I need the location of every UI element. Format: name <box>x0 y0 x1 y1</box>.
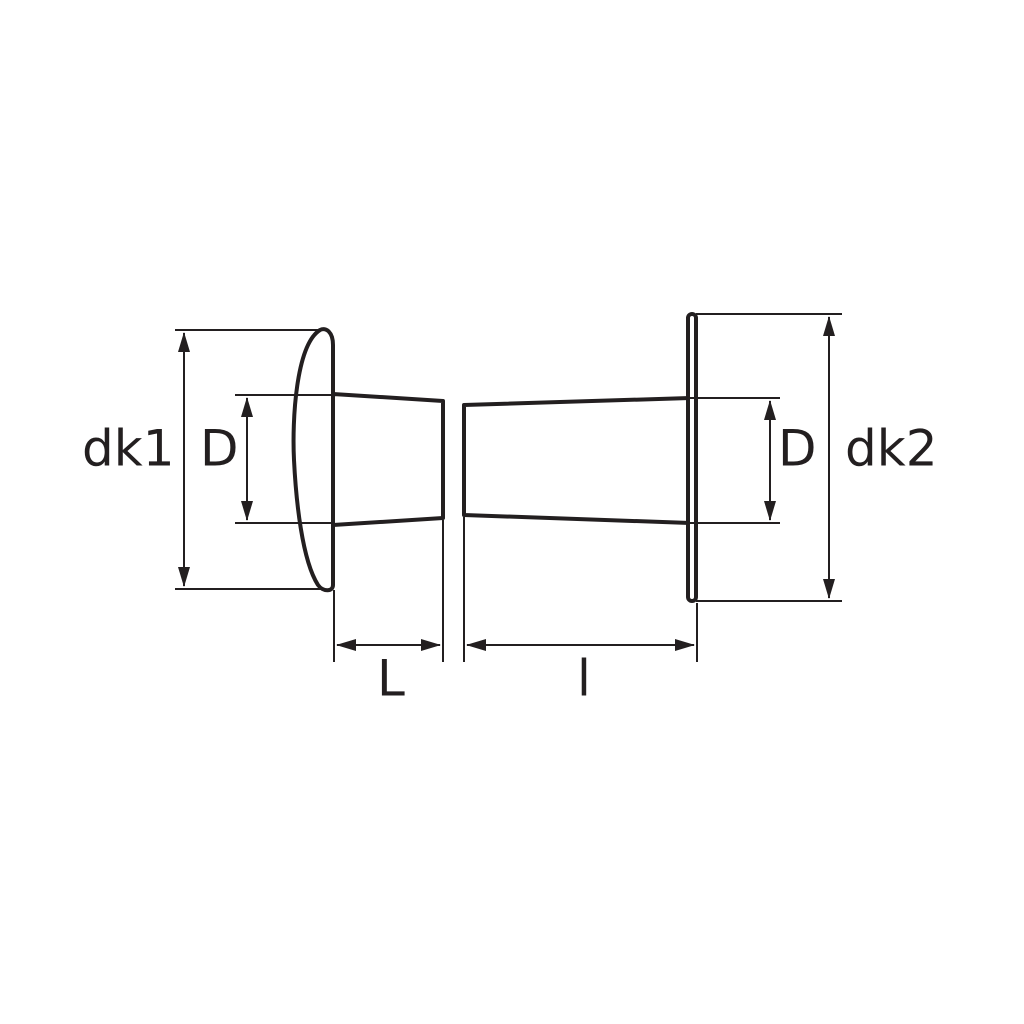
right-rivet-part <box>462 312 698 603</box>
left-head <box>291 327 335 593</box>
label-l: l <box>577 650 591 708</box>
left-rivet-part <box>291 327 445 593</box>
right-shank <box>462 396 692 525</box>
dimension-labels: dk1 D D dk2 L l <box>82 420 938 708</box>
label-d-right: D <box>778 420 817 478</box>
label-L: L <box>377 650 405 708</box>
dimension-lines <box>178 316 835 651</box>
label-dk1: dk1 <box>82 420 175 478</box>
label-d-left: D <box>200 420 239 478</box>
left-shank <box>331 392 445 527</box>
right-flange <box>686 312 698 603</box>
label-dk2: dk2 <box>845 420 938 478</box>
extension-lines <box>175 313 842 662</box>
